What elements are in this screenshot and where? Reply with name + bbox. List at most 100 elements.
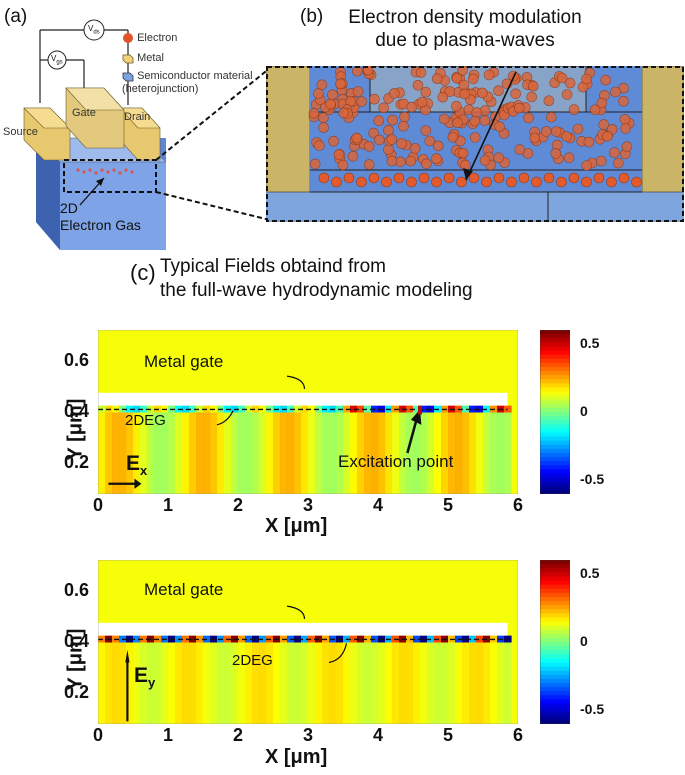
2deg-field-cell [504,405,512,413]
field-stripe [161,409,169,494]
colorbar-step [540,383,570,388]
colorbar-step [540,601,570,606]
field-stripe [182,639,190,724]
2deg-field-cell [364,635,372,643]
electron-dot [543,172,555,184]
field-stripe [427,639,435,724]
field-stripe [434,409,442,494]
electron-dot [431,153,442,164]
electron-dot [333,149,345,160]
2deg-field-cell [469,405,477,413]
2deg-field-cell [308,635,316,643]
electron-dot [568,172,580,184]
electron-dot [381,176,392,188]
colorbar-step [540,366,570,372]
colorbar-step [540,654,570,659]
colorbar-step [540,633,570,639]
colorbar-step [540,338,570,343]
electron-dot [593,172,605,184]
gate-label: Gate [72,107,96,119]
field-stripe [490,639,498,724]
field-stripe [490,409,498,494]
electron-dot [506,176,517,188]
colorbar-step [540,711,570,717]
panel-c-label: (c) [130,260,156,285]
electron-dot [493,152,504,163]
electron-dot [363,141,375,152]
colorbar-step [540,580,570,586]
field-stripe [350,409,358,494]
electron-dot [469,132,481,143]
2deg-field-cell [420,405,428,413]
2deg-field-cell [196,635,204,643]
colorbar-step [540,715,570,721]
colorbar-step [540,485,570,491]
ex-colorbar [539,329,571,495]
x-tick-label: 5 [443,725,454,745]
colorbar-step [540,473,570,479]
field-stripe [119,409,127,494]
colorbar-tick-label: -0.5 [580,701,605,718]
colorbar-step [540,592,570,598]
field-stripe [210,639,218,724]
field-stripe [175,639,183,724]
2deg-field-cell [189,405,197,413]
field-stripe [266,409,274,494]
colorbar-step [540,637,570,643]
y-tick-label: 0.2 [64,452,90,473]
electron-dot [405,155,417,167]
field-stripe [469,409,477,494]
colorbar-step [540,678,570,684]
field-stripe [371,639,379,724]
field-stripe [308,639,316,724]
electron-dot [510,88,521,100]
electron-dot [335,78,346,90]
electron-dot [399,111,410,123]
2deg-field-cell [294,635,302,643]
field-stripe [161,639,169,724]
electron-dot [518,172,530,184]
electron-dot [318,112,329,124]
y-tick-label: 0.6 [64,349,90,370]
colorbar-step [540,617,570,623]
ey-metal-gate-label: Metal gate [144,580,224,599]
2deg-field-cell [238,405,246,413]
colorbar-step [540,670,570,676]
2deg-field-cell [252,635,260,643]
field-stripe [406,409,414,494]
2deg-field-cell [238,635,246,643]
electron-dot [493,85,504,97]
field-stripe [399,409,407,494]
electron-dot [602,131,613,142]
electron-dot [563,152,575,164]
field-stripe [301,409,309,494]
colorbar-tick-label: 0 [580,633,588,649]
electron-dot [459,88,470,100]
electron-dot [612,157,624,169]
field-stripe [406,639,414,724]
2deg-field-cell [413,635,421,643]
x-tick-label: 1 [163,725,174,745]
field-stripe [329,409,337,494]
field-stripe [287,639,295,724]
2deg-field-cell [462,405,470,413]
field-stripe [133,639,141,724]
field-stripe [329,639,337,724]
electron-dot [398,120,409,132]
field-stripe [441,409,449,494]
electron-dot [314,140,325,151]
legend-semiconductor: Semiconductor material (heterojunction) [122,70,253,95]
colorbar-step [540,350,570,356]
field-stripe [231,639,239,724]
electron-dot [595,155,607,167]
electron-dot [600,74,612,86]
colorbar-step [540,444,570,450]
ey-field-plot [97,559,519,725]
electron-dot [347,151,359,162]
electron-dot [439,113,450,125]
field-stripe [105,409,113,494]
2deg-field-cell [140,405,148,413]
field-stripe [378,639,386,724]
field-stripe [315,409,323,494]
metal-gate-arrow [286,375,306,389]
